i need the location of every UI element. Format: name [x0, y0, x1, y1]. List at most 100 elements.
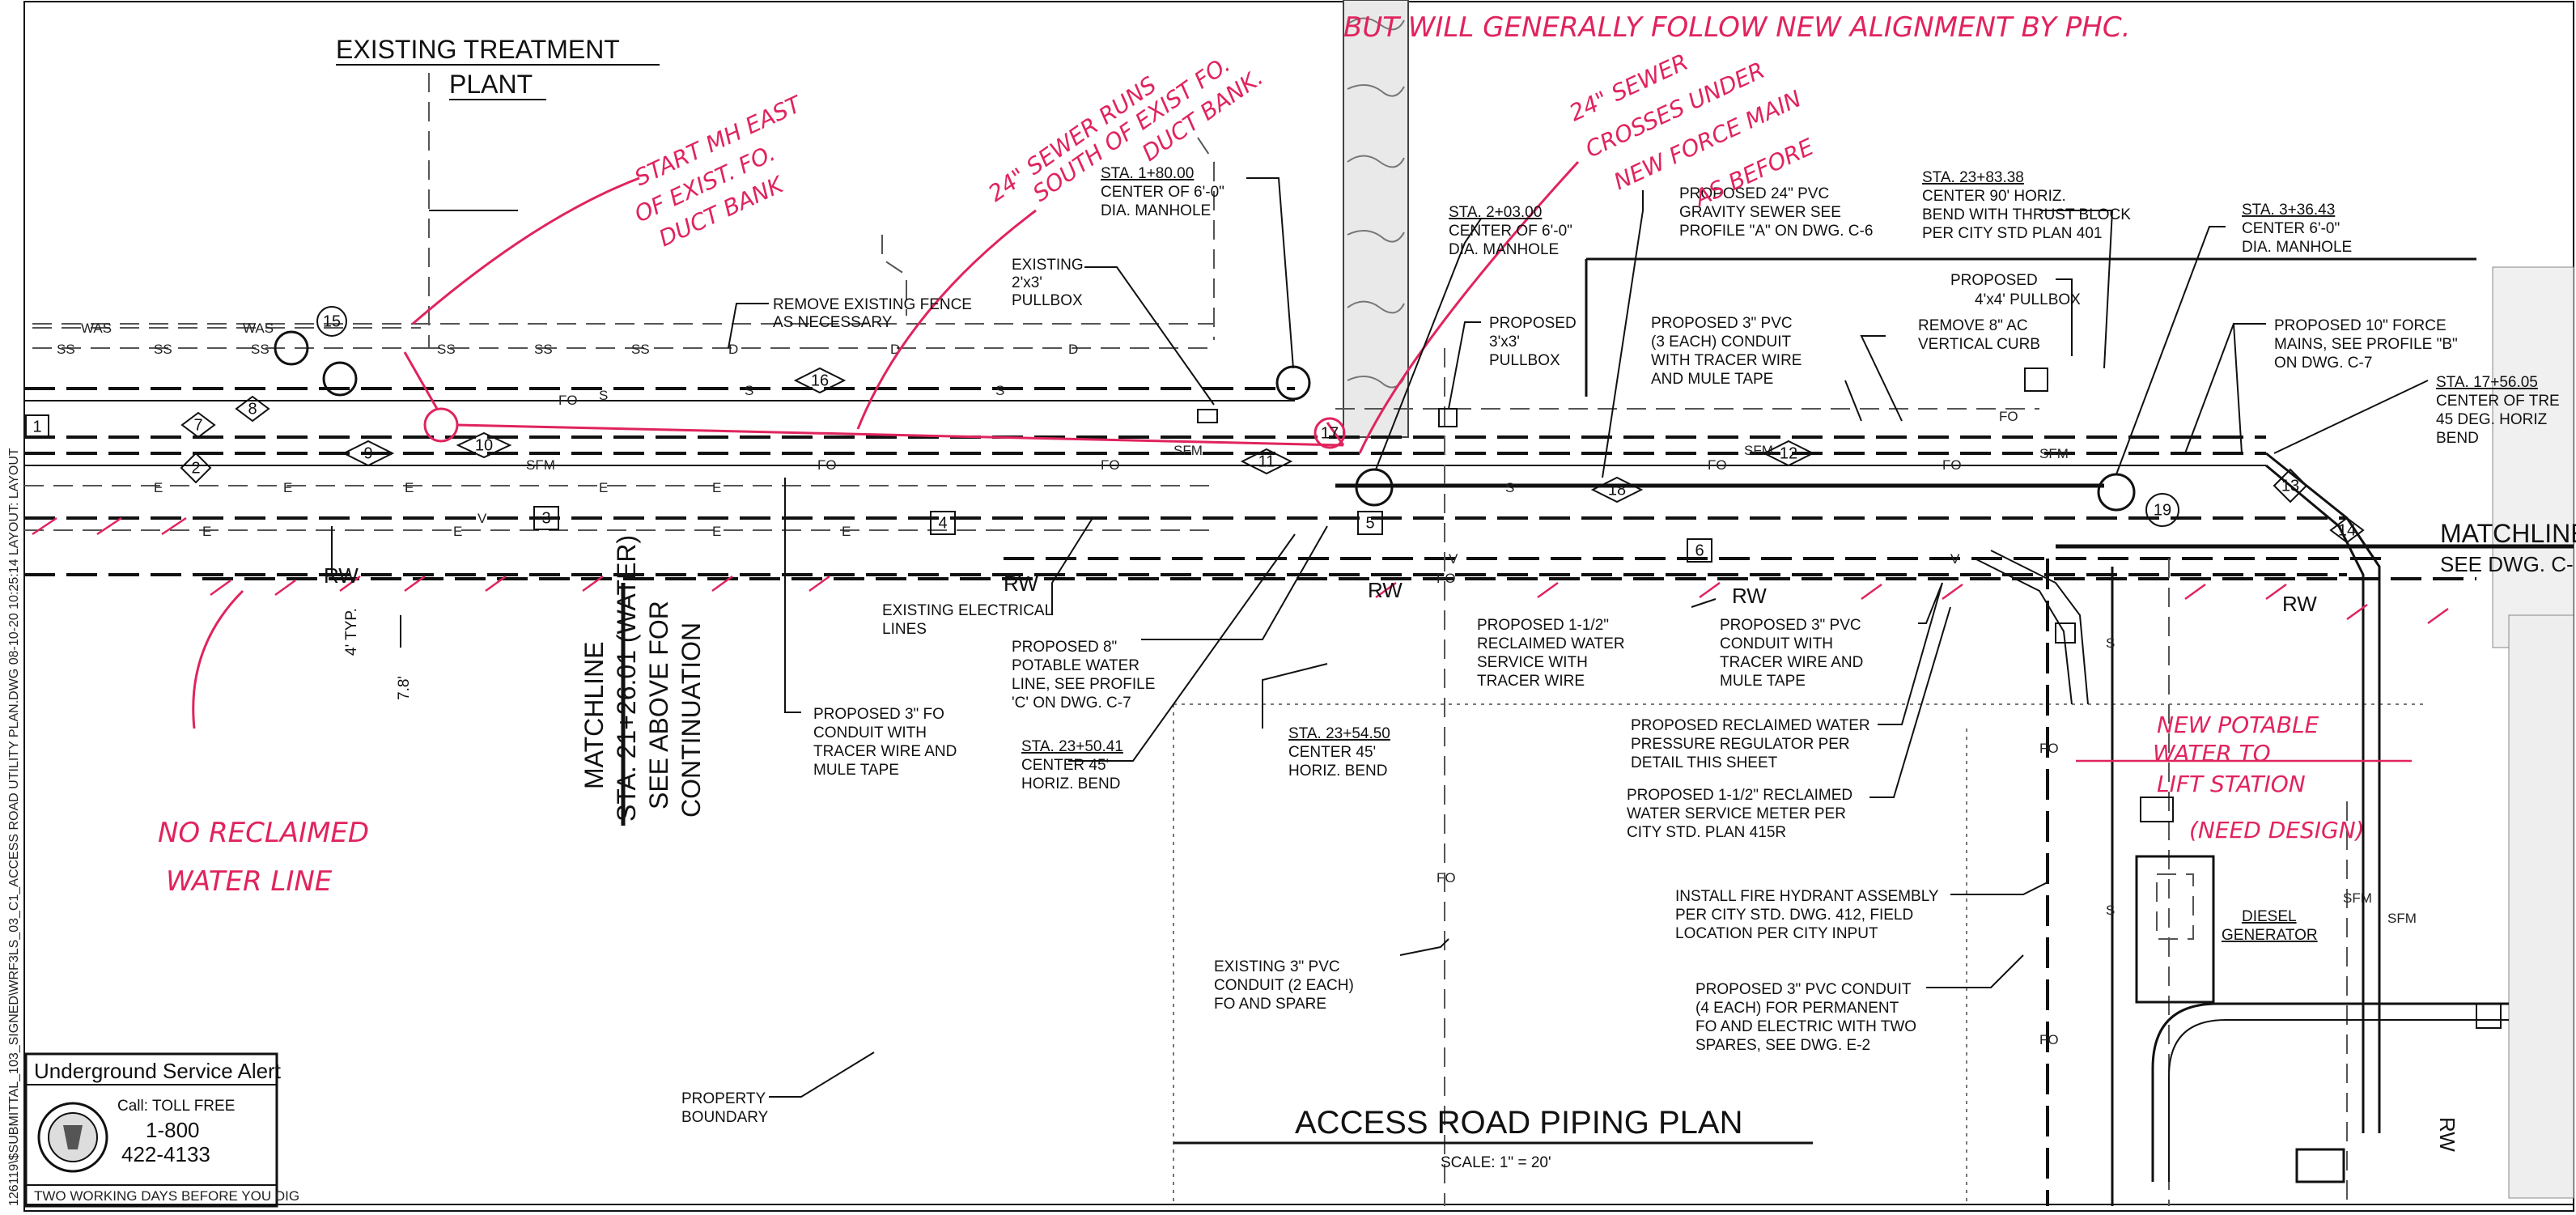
svg-text:9: 9	[363, 444, 372, 462]
svg-text:STA. 21+26.01 (WATER): STA. 21+26.01 (WATER)	[612, 535, 641, 822]
right-edge-hatch	[2492, 266, 2574, 648]
usa-footer: TWO WORKING DAYS BEFORE YOU DIG	[34, 1188, 299, 1204]
marker-4: 4	[930, 511, 956, 535]
diesel-generator-tank	[2156, 873, 2194, 940]
existing-plant-structure	[32, 73, 2476, 397]
svg-text:MAINS, SEE PROFILE "B": MAINS, SEE PROFILE "B"	[2274, 336, 2458, 353]
usa-box: Underground Service Alert Call: TOLL FRE…	[24, 1052, 299, 1208]
svg-text:STA. 17+56.05: STA. 17+56.05	[2436, 374, 2538, 391]
svg-text:12: 12	[1780, 444, 1797, 462]
svg-text:PER CITY STD PLAN 401: PER CITY STD PLAN 401	[1922, 225, 2102, 242]
svg-text:(4 EACH) FOR PERMANENT: (4 EACH) FOR PERMANENT	[1695, 1000, 1899, 1017]
svg-text:RW: RW	[1368, 578, 1403, 602]
water-meter	[2140, 797, 2174, 822]
marker-8: 8	[235, 395, 270, 423]
access-curb-outer	[2151, 1002, 2509, 1182]
manhole-sta-203	[1355, 468, 1394, 507]
svg-text:STA. 1+80.00: STA. 1+80.00	[1101, 165, 1194, 182]
meter-box-right	[2476, 1003, 2502, 1029]
svg-text:WAS: WAS	[81, 321, 112, 336]
svg-text:DIA. MANHOLE: DIA. MANHOLE	[1101, 202, 1211, 219]
svg-text:CENTER 6'-0": CENTER 6'-0"	[2242, 220, 2340, 237]
svg-text:SFM: SFM	[526, 457, 555, 473]
svg-text:CENTER 45': CENTER 45'	[1021, 757, 1109, 774]
svg-text:14: 14	[2338, 521, 2356, 539]
svg-text:SFM: SFM	[2039, 446, 2069, 461]
marker-tags: 1 2 3 4 5 6 7 8 9 10 11 12 13 14 15 16 1…	[25, 306, 2365, 563]
svg-text:E: E	[405, 480, 414, 495]
svg-text:PROPOSED 1-1/2": PROPOSED 1-1/2"	[1477, 617, 1609, 634]
markup-potable-1: NEW POTABLE	[2157, 712, 2319, 738]
svg-text:FO: FO	[1942, 457, 1962, 473]
svg-text:CENTER 45': CENTER 45'	[1288, 744, 1376, 761]
svg-text:S: S	[2106, 635, 2115, 651]
svg-text:S: S	[1505, 480, 1514, 495]
svg-text:CONDUIT WITH: CONDUIT WITH	[813, 724, 927, 741]
svg-text:WITH TRACER WIRE: WITH TRACER WIRE	[1651, 352, 1802, 369]
svg-text:PROPOSED 8": PROPOSED 8"	[1012, 639, 1117, 656]
svg-text:FO: FO	[2039, 741, 2059, 756]
svg-text:PROPOSED RECLAIMED WATER: PROPOSED RECLAIMED WATER	[1631, 717, 1870, 734]
svg-text:CONDUIT WITH: CONDUIT WITH	[1720, 635, 1833, 652]
svg-text:FO: FO	[2039, 1032, 2059, 1047]
sheet-border	[23, 1, 2574, 1212]
diesel-generator-pad	[2135, 855, 2215, 1004]
svg-text:PROPOSED 10" FORCE: PROPOSED 10" FORCE	[2274, 317, 2447, 334]
svg-text:'C' ON DWG. C-7: 'C' ON DWG. C-7	[1012, 695, 1131, 712]
structures	[1197, 367, 2509, 1183]
svg-text:DETAIL THIS SHEET: DETAIL THIS SHEET	[1631, 754, 1778, 771]
marker-13: 13	[2273, 468, 2308, 503]
svg-text:DIA. MANHOLE: DIA. MANHOLE	[1449, 241, 1559, 258]
svg-text:SFM: SFM	[2343, 890, 2372, 906]
svg-text:PROPOSED: PROPOSED	[1950, 272, 2038, 289]
svg-text:2: 2	[191, 459, 200, 477]
svg-text:SPARES, SEE DWG. E-2: SPARES, SEE DWG. E-2	[1695, 1037, 1870, 1054]
svg-text:WAS: WAS	[243, 321, 274, 336]
svg-text:2'x3': 2'x3'	[1012, 274, 1042, 291]
svg-text:V: V	[477, 511, 487, 526]
svg-text:V: V	[1449, 551, 1458, 567]
svg-text:SCALE: 1" = 20': SCALE: 1" = 20'	[1441, 1154, 1551, 1171]
svg-text:FO: FO	[1708, 457, 1727, 473]
access-curb-inner	[2168, 1019, 2509, 1182]
svg-text:MULE TAPE: MULE TAPE	[813, 762, 899, 779]
svg-text:18: 18	[1608, 481, 1626, 499]
svg-text:FO: FO	[1437, 571, 1456, 586]
svg-text:PROPOSED: PROPOSED	[1489, 315, 1577, 332]
svg-text:FO: FO	[817, 457, 837, 473]
svg-text:LINES: LINES	[882, 621, 927, 638]
svg-text:EXISTING ELECTRICAL: EXISTING ELECTRICAL	[882, 602, 1053, 619]
svg-text:15: 15	[323, 312, 341, 330]
svg-text:POTABLE WATER: POTABLE WATER	[1012, 657, 1139, 674]
usa-call: Call: TOLL FREE	[117, 1098, 235, 1115]
svg-text:SS: SS	[437, 342, 456, 357]
marker-15: 15	[316, 306, 347, 337]
svg-text:PROPOSED 1-1/2" RECLAIMED: PROPOSED 1-1/2" RECLAIMED	[1627, 787, 1852, 804]
svg-text:SS: SS	[631, 342, 650, 357]
svg-text:CONDUIT (2 EACH): CONDUIT (2 EACH)	[1214, 977, 1354, 994]
svg-text:TRACER WIRE: TRACER WIRE	[1477, 673, 1585, 690]
svg-text:STA. 2+03.00: STA. 2+03.00	[1449, 204, 1542, 221]
svg-text:BOUNDARY: BOUNDARY	[681, 1109, 769, 1126]
svg-text:FO: FO	[1437, 870, 1456, 886]
svg-text:FO: FO	[1101, 457, 1120, 473]
marker-3: 3	[533, 506, 559, 530]
svg-text:FO: FO	[1999, 409, 2018, 424]
svg-text:GRAVITY SEWER SEE: GRAVITY SEWER SEE	[1679, 204, 1841, 221]
svg-text:1: 1	[32, 418, 41, 435]
usa-number-1: 1-800	[146, 1118, 200, 1142]
usa-number-2: 422-4133	[121, 1142, 210, 1166]
svg-text:HORIZ. BEND: HORIZ. BEND	[1288, 763, 1387, 780]
marker-19: 19	[2145, 493, 2179, 527]
svg-text:BEND: BEND	[2436, 430, 2479, 447]
svg-text:4: 4	[938, 514, 947, 532]
svg-text:ACCESS ROAD PIPING PLAN: ACCESS ROAD PIPING PLAN	[1295, 1105, 1742, 1141]
svg-text:SFM: SFM	[2387, 911, 2417, 926]
svg-text:SEE DWG. C-: SEE DWG. C-	[2440, 552, 2574, 576]
svg-text:REMOVE 8" AC: REMOVE 8" AC	[1918, 317, 2028, 334]
svg-text:SEE ABOVE FOR: SEE ABOVE FOR	[644, 601, 673, 809]
svg-text:PRESSURE REGULATOR PER: PRESSURE REGULATOR PER	[1631, 736, 1850, 753]
svg-text:CENTER OF 6'-0": CENTER OF 6'-0"	[1101, 184, 1224, 201]
svg-text:CENTER 90' HORIZ.: CENTER 90' HORIZ.	[1922, 188, 2066, 205]
svg-text:4'x4' PULLBOX: 4'x4' PULLBOX	[1975, 291, 2081, 308]
